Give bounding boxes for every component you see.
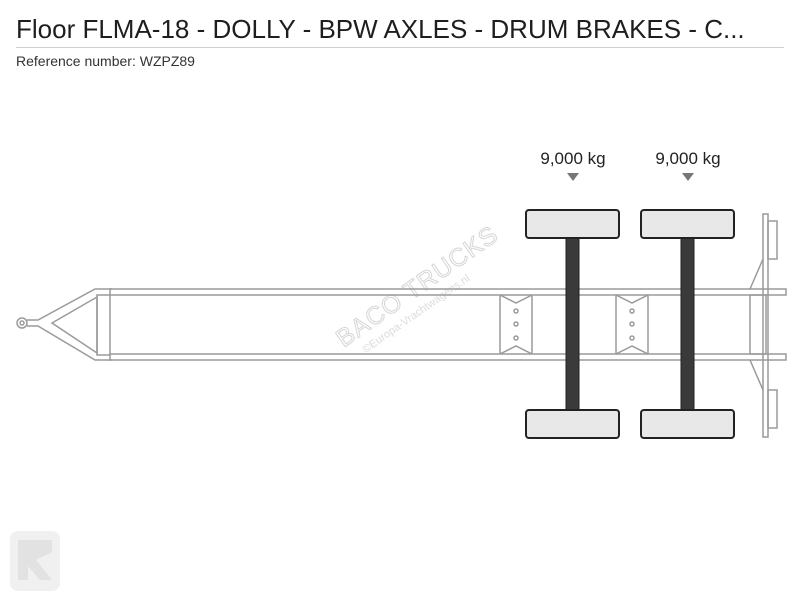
rear-end (749, 213, 778, 438)
axle-beam (565, 237, 580, 413)
wheel-top (525, 209, 620, 239)
wheel-bottom (525, 409, 620, 439)
lower-chassis-rail (109, 353, 787, 361)
crossmember-2-brace (615, 294, 649, 355)
axle-2: 9,000 kg (640, 149, 735, 439)
drawbar-inner-frame (50, 295, 98, 355)
towing-eye (16, 317, 28, 329)
rear-light-right (767, 389, 778, 429)
rear-bumper-bar (762, 213, 769, 438)
bolt-hole (629, 321, 635, 327)
axle-load-label: 9,000 kg (540, 149, 605, 168)
drawbar-upper-arm (27, 288, 112, 321)
drawbar (16, 288, 112, 361)
reference-line: Reference number: WZPZ89 (16, 53, 195, 69)
reference-value: WZPZ89 (139, 53, 195, 69)
front-crossmember (96, 294, 111, 356)
crossmember-2 (615, 295, 649, 354)
upper-chassis-rail (109, 288, 787, 296)
reference-label: Reference number: (16, 53, 136, 69)
axle-beam (680, 237, 695, 413)
bolt-hole (629, 335, 635, 341)
bolt-hole (513, 335, 519, 341)
watermark-brand: BACO TRUCKS (331, 220, 504, 353)
chassis-frame (109, 288, 787, 361)
wheel-bottom (640, 409, 735, 439)
axle-1: 9,000 kg (525, 149, 620, 439)
watermark: BACO TRUCKS ©Europa-Vrachtwagens.nl (330, 220, 504, 356)
rear-crossmember (749, 294, 767, 355)
corner-logo-icon (10, 531, 60, 591)
crossmember-1-brace (499, 294, 533, 355)
rear-light-bracket (749, 258, 764, 391)
towing-eye-hole (19, 320, 25, 326)
wheel-top (640, 209, 735, 239)
bolt-hole (513, 308, 519, 314)
bolt-hole (629, 308, 635, 314)
crossmember-1 (499, 295, 533, 354)
drawbar-lower-arm (27, 325, 112, 361)
rear-light-left (767, 220, 778, 260)
axle-load-label: 9,000 kg (655, 149, 720, 168)
load-marker-icon (567, 173, 579, 181)
load-marker-icon (682, 173, 694, 181)
title-divider (16, 47, 784, 48)
bolt-hole (513, 321, 519, 327)
